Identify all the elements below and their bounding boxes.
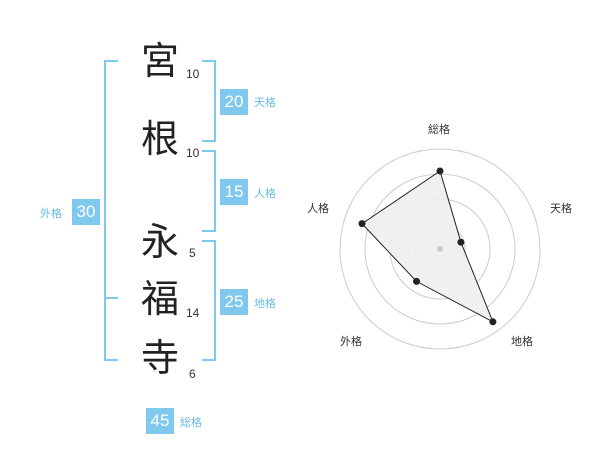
stroke-count-2: 10	[186, 146, 200, 160]
tenkaku-label: 天格	[254, 96, 276, 109]
radar-axis-label-jinkaku: 人格	[307, 202, 329, 215]
jinkaku-value: 15	[220, 179, 248, 205]
radar-points	[358, 167, 497, 326]
radar-point-2	[457, 238, 465, 246]
stroke-count-4: 14	[186, 306, 200, 320]
gaikaku-label: 外格	[40, 207, 62, 220]
radar-area	[361, 170, 494, 323]
jinkaku-label: 人格	[254, 187, 276, 200]
radar-ring	[339, 148, 541, 350]
radar-center-dot	[437, 246, 443, 252]
radar-axis-label-chikaku: 地格	[511, 335, 533, 348]
radar-axis-label-soukaku: 総格	[428, 123, 450, 136]
tenkaku-bracket	[202, 60, 216, 142]
name-char-5: 寺	[140, 336, 179, 380]
radar-point-5	[358, 220, 366, 228]
radar-point-3	[489, 318, 497, 326]
jinkaku-bracket	[202, 150, 216, 232]
stroke-count-3: 5	[189, 246, 196, 260]
gaikaku-bracket-divider	[104, 297, 118, 299]
gaikaku-value: 30	[72, 199, 100, 225]
name-char-4: 福	[140, 277, 179, 321]
gaikaku-bracket	[104, 60, 118, 361]
name-char-3: 永	[140, 220, 179, 264]
stroke-count-5: 6	[189, 367, 196, 381]
chikaku-label: 地格	[254, 297, 276, 310]
soukaku-label: 総格	[180, 416, 202, 429]
name-char-2: 根	[140, 117, 179, 161]
chikaku-value: 25	[220, 289, 248, 315]
radar-axis-label-gaikaku: 外格	[340, 335, 362, 348]
radar-point-4	[412, 277, 420, 285]
radar-point-1	[436, 167, 444, 175]
stroke-count-1: 10	[186, 67, 200, 81]
name-char-1: 宮	[140, 39, 179, 83]
chikaku-bracket	[202, 240, 216, 361]
soukaku-value: 45	[146, 408, 174, 434]
radar-axis-label-tenkaku: 天格	[550, 202, 572, 215]
tenkaku-value: 20	[220, 89, 248, 115]
